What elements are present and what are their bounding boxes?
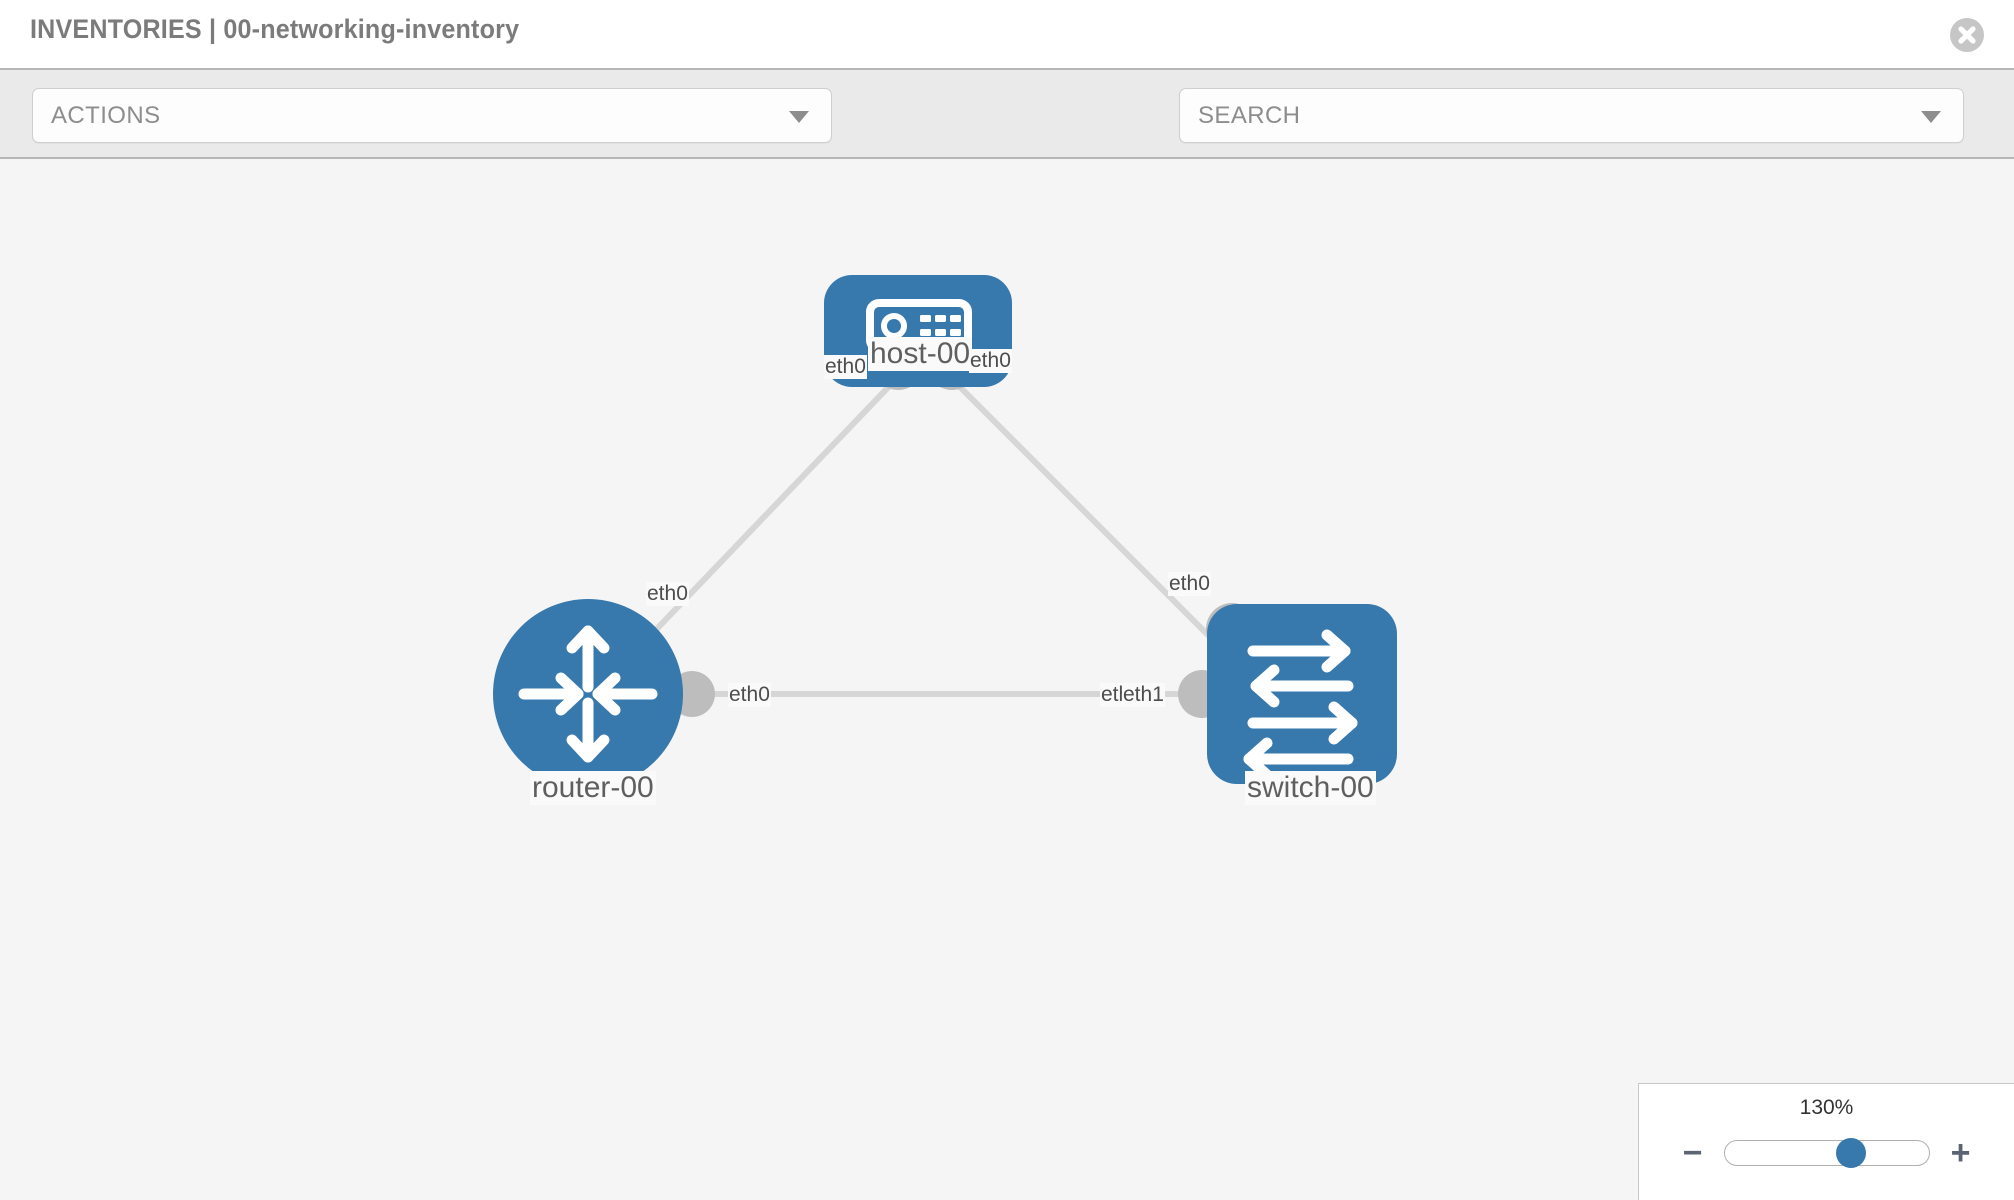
iface-label-switch-uplink: eth0 <box>1168 572 1211 596</box>
search-dropdown[interactable]: SEARCH <box>1179 88 1964 143</box>
zoom-out-button[interactable]: − <box>1682 1134 1703 1172</box>
topology-canvas[interactable]: host-00 router-00 switch-00 eth0 eth0 et… <box>0 159 2014 1200</box>
search-input-placeholder: SEARCH <box>1198 101 1301 129</box>
iface-label-host-left: eth0 <box>824 355 867 379</box>
chevron-down-icon <box>1921 110 1941 123</box>
chevron-down-icon <box>789 110 809 123</box>
zoom-level-value: 130% <box>1799 1096 1854 1119</box>
iface-label-router-right: eth0 <box>728 683 771 707</box>
iface-label-router-uplink: eth0 <box>646 582 689 606</box>
topology-graph <box>493 275 1397 789</box>
page-title: INVENTORIES | 00-networking-inventory <box>30 14 520 44</box>
iface-label-host-right: eth0 <box>969 349 1012 373</box>
node-label-host-00: host-00 <box>868 337 973 371</box>
zoom-in-button[interactable]: + <box>1950 1134 1971 1172</box>
close-icon[interactable] <box>1950 18 1984 52</box>
link-host-switch <box>947 374 1235 662</box>
actions-dropdown[interactable]: ACTIONS <box>32 88 832 143</box>
toolbar: ACTIONS <box>0 68 2014 190</box>
zoom-slider-track[interactable] <box>1723 1138 1930 1168</box>
zoom-slider-thumb[interactable] <box>1835 1138 1866 1168</box>
node-switch-00[interactable] <box>1207 604 1397 784</box>
iface-label-switch-left-b: eth1 <box>1122 683 1165 707</box>
link-host-router <box>625 374 901 662</box>
page-header: INVENTORIES | 00-networking-inventory <box>0 0 2014 68</box>
node-label-router-00: router-00 <box>530 771 656 805</box>
node-router-00[interactable] <box>493 599 683 789</box>
zoom-control-panel: 130% − + <box>1638 1083 2014 1200</box>
node-label-switch-00: switch-00 <box>1245 771 1376 805</box>
actions-dropdown-label: ACTIONS <box>51 101 161 129</box>
